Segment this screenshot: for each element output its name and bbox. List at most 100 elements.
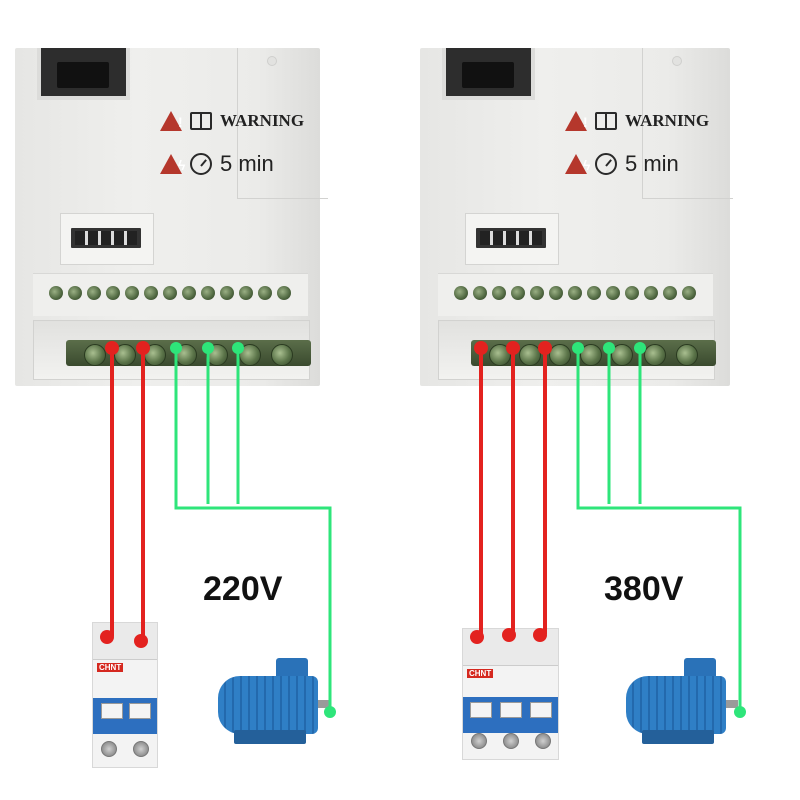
dip-switches <box>476 228 546 248</box>
terminal-screw-icon <box>644 286 658 300</box>
motor-shaft <box>318 700 330 708</box>
terminal-screw-icon <box>101 741 117 757</box>
motor-junction-box <box>684 658 716 680</box>
wire-dot <box>572 342 584 354</box>
wire-dot <box>502 628 516 642</box>
terminal-screw-icon <box>68 286 82 300</box>
terminal-screw-icon <box>503 733 519 749</box>
terminal-screw-icon <box>239 286 253 300</box>
inverter-220v: ! WARNING ϟ 5 min <box>15 48 328 386</box>
terminal-screw-icon <box>611 344 633 366</box>
terminal-screw-icon <box>606 286 620 300</box>
wire-dot <box>538 341 552 355</box>
terminal-screw-icon <box>489 344 511 366</box>
wire-dot <box>734 706 746 718</box>
terminal-screw-icon <box>535 733 551 749</box>
breaker-brand: CHNT <box>467 669 494 678</box>
terminal-screw-icon <box>471 733 487 749</box>
breaker-handle <box>530 702 552 718</box>
terminal-screw-icon <box>587 286 601 300</box>
terminal-screw-icon <box>49 286 63 300</box>
terminal-screw-icon <box>676 344 698 366</box>
manual-book-icon <box>190 112 212 130</box>
output-wires-380v <box>572 342 746 718</box>
voltage-label-220v: 220V <box>203 570 283 608</box>
wire-dot <box>603 342 615 354</box>
wire-dot <box>506 341 520 355</box>
wire-dot <box>134 634 148 648</box>
terminal-screw-icon <box>682 286 696 300</box>
terminal-screw-icon <box>549 344 571 366</box>
breaker-handle <box>470 702 492 718</box>
discharge-time-label: 5 min <box>220 151 274 176</box>
terminal-screw-icon <box>625 286 639 300</box>
terminal-screw-icon <box>114 344 136 366</box>
terminal-screw-icon <box>106 286 120 300</box>
timer-icon <box>595 153 617 175</box>
control-terminal-strip <box>438 273 713 316</box>
rj45-port-icon <box>442 48 535 100</box>
terminal-screw-icon <box>201 286 215 300</box>
terminal-screw-icon <box>580 344 602 366</box>
terminal-screw-icon <box>125 286 139 300</box>
electric-motor-icon <box>626 656 738 748</box>
wire-dot <box>533 628 547 642</box>
wire-dot <box>474 341 488 355</box>
terminal-screw-icon <box>519 344 541 366</box>
terminal-screw-icon <box>473 286 487 300</box>
terminal-screw-icon <box>549 286 563 300</box>
output-wire-u <box>576 348 742 712</box>
circuit-breaker-icon: CHNT <box>92 622 158 768</box>
electric-hazard-icon: ϟ <box>160 154 185 174</box>
terminal-screw-icon <box>644 344 666 366</box>
input-wires-380v <box>470 341 552 644</box>
terminal-screw-icon <box>144 286 158 300</box>
motor-junction-box <box>276 658 308 680</box>
terminal-screw-icon <box>133 741 149 757</box>
warning-label: WARNING <box>220 111 305 130</box>
terminal-screw-icon <box>258 286 272 300</box>
terminal-screw-icon <box>663 286 677 300</box>
terminal-screw-icon <box>220 286 234 300</box>
wire-dot <box>232 342 244 354</box>
terminal-screw-icon <box>182 286 196 300</box>
electric-hazard-icon: ϟ <box>565 154 590 174</box>
voltage-label-380v: 380V <box>604 570 684 608</box>
wire-dot <box>100 630 114 644</box>
input-wires-220v <box>100 341 150 648</box>
terminal-screw-icon <box>492 286 506 300</box>
wire-dot <box>136 341 150 355</box>
motor-body <box>626 676 726 734</box>
terminal-screw-icon <box>277 286 291 300</box>
warning-triangle-icon: ! <box>565 111 588 131</box>
cover-seam <box>237 48 328 199</box>
warning-row: ! WARNING <box>160 111 304 131</box>
breaker-handle <box>101 703 123 719</box>
wire-dot <box>634 342 646 354</box>
wire-dot <box>470 630 484 644</box>
timer-icon <box>190 153 212 175</box>
warning-triangle-icon: ! <box>160 111 183 131</box>
motor-shaft <box>726 700 738 708</box>
terminal-screw-icon <box>530 286 544 300</box>
screw-hole <box>267 56 277 66</box>
output-wire-u <box>174 348 332 712</box>
terminal-screw-icon <box>454 286 468 300</box>
wire-dot <box>324 706 336 718</box>
warning-row: ! WARNING <box>565 111 709 131</box>
electric-motor-icon <box>218 656 330 748</box>
motor-base <box>234 730 306 744</box>
wire-dot <box>202 342 214 354</box>
terminal-screw-icon <box>511 286 525 300</box>
terminal-screw-icon <box>84 344 106 366</box>
discharge-row: ϟ 5 min <box>565 151 679 177</box>
discharge-time-label: 5 min <box>625 151 679 176</box>
cover-seam <box>642 48 733 199</box>
manual-book-icon <box>595 112 617 130</box>
rj45-port-icon <box>37 48 130 100</box>
discharge-row: ϟ 5 min <box>160 151 274 177</box>
warning-label: WARNING <box>625 111 710 130</box>
dip-switches <box>71 228 141 248</box>
